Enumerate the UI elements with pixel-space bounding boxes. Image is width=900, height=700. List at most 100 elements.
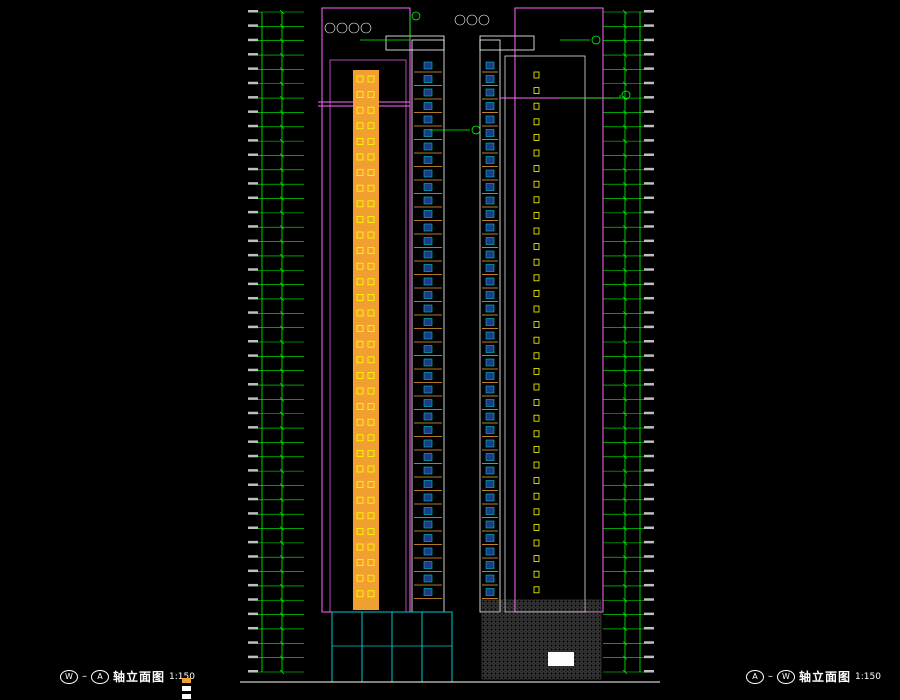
dimension-tick xyxy=(622,440,628,445)
stone-grid xyxy=(537,635,542,640)
window xyxy=(356,340,364,348)
stone-grid xyxy=(553,615,558,620)
level-marker xyxy=(644,383,654,386)
stone-grid xyxy=(569,627,574,632)
stone-grid xyxy=(493,603,498,608)
stone-grid xyxy=(565,599,570,604)
window xyxy=(367,574,375,582)
dimension-tick xyxy=(279,368,285,373)
stone-grid xyxy=(521,643,526,648)
stone-grid xyxy=(545,611,550,616)
stone-grid xyxy=(541,675,546,680)
stone-grid xyxy=(521,671,526,676)
stone-grid xyxy=(525,659,530,664)
stone-grid xyxy=(581,611,586,616)
dimension-tick xyxy=(622,268,628,273)
dimension-tick xyxy=(622,81,628,86)
level-marker xyxy=(644,555,654,558)
stone-grid xyxy=(489,611,494,616)
stone-grid xyxy=(585,611,590,616)
stone-grid xyxy=(585,607,590,612)
stone-grid xyxy=(497,639,502,644)
stone-grid xyxy=(553,619,558,624)
stone-grid xyxy=(525,619,530,624)
stone-grid xyxy=(485,655,490,660)
level-marker xyxy=(644,569,654,573)
window xyxy=(423,588,433,596)
window xyxy=(423,399,433,407)
level-marker xyxy=(248,483,258,486)
stone-grid xyxy=(545,615,550,620)
stone-grid xyxy=(565,611,570,616)
stone-grid xyxy=(497,619,502,624)
stone-grid xyxy=(577,631,582,636)
window xyxy=(423,507,433,515)
window xyxy=(356,559,364,566)
window xyxy=(533,102,540,110)
stone-grid xyxy=(597,675,602,680)
stone-grid xyxy=(513,619,518,624)
window xyxy=(533,87,540,94)
stone-grid xyxy=(529,619,534,624)
stone-grid xyxy=(565,635,570,640)
stone-grid xyxy=(549,643,554,648)
stone-grid xyxy=(549,623,554,628)
stone-grid xyxy=(581,639,586,644)
legend-row xyxy=(182,692,194,700)
stone-grid xyxy=(481,639,486,644)
level-marker xyxy=(644,340,654,343)
stone-grid xyxy=(557,627,562,632)
stone-grid xyxy=(553,675,558,680)
stone-grid xyxy=(541,611,546,616)
window xyxy=(423,412,433,421)
drawing-scale: 1:150 xyxy=(855,671,881,682)
stone-grid xyxy=(561,635,566,640)
stone-grid xyxy=(541,659,546,664)
window xyxy=(423,264,433,272)
stone-grid xyxy=(481,607,486,612)
window xyxy=(485,142,495,151)
level-marker xyxy=(644,167,654,171)
dimension-tick xyxy=(622,368,628,373)
stone-grid xyxy=(485,647,490,652)
level-marker xyxy=(644,526,654,530)
stone-grid xyxy=(557,671,562,676)
dimension-tick xyxy=(279,511,285,517)
stone-grid xyxy=(537,659,542,664)
window xyxy=(533,445,540,453)
dimension-tick xyxy=(279,81,285,86)
stone-grid xyxy=(501,663,506,668)
stone-grid xyxy=(577,607,582,612)
stone-grid xyxy=(521,603,526,608)
window xyxy=(485,250,495,259)
stone-grid xyxy=(505,607,510,612)
stone-grid xyxy=(505,631,510,636)
stone-grid xyxy=(573,631,578,636)
stone-grid xyxy=(557,667,562,672)
legend-swatch xyxy=(182,693,191,699)
stone-grid xyxy=(493,615,498,620)
stone-grid xyxy=(521,619,526,624)
window xyxy=(367,122,375,130)
level-marker xyxy=(248,24,258,27)
stone-grid xyxy=(501,603,506,608)
window xyxy=(367,449,375,457)
level-marker xyxy=(248,626,258,630)
stone-grid xyxy=(517,619,522,624)
dimension-tick xyxy=(279,110,285,115)
stone-grid xyxy=(573,615,578,620)
window xyxy=(367,512,375,520)
dimension-tick xyxy=(622,38,628,43)
window xyxy=(423,237,433,245)
legend-row xyxy=(182,684,194,692)
dimension-tick xyxy=(622,225,628,230)
window xyxy=(356,122,364,130)
window xyxy=(485,61,495,70)
stone-grid xyxy=(593,635,598,640)
stone-grid xyxy=(481,651,486,656)
dimension-tick xyxy=(279,268,285,273)
stone-grid xyxy=(505,599,510,604)
dimension-tick xyxy=(279,454,285,459)
stone-grid xyxy=(501,627,506,632)
stone-grid xyxy=(493,647,498,652)
